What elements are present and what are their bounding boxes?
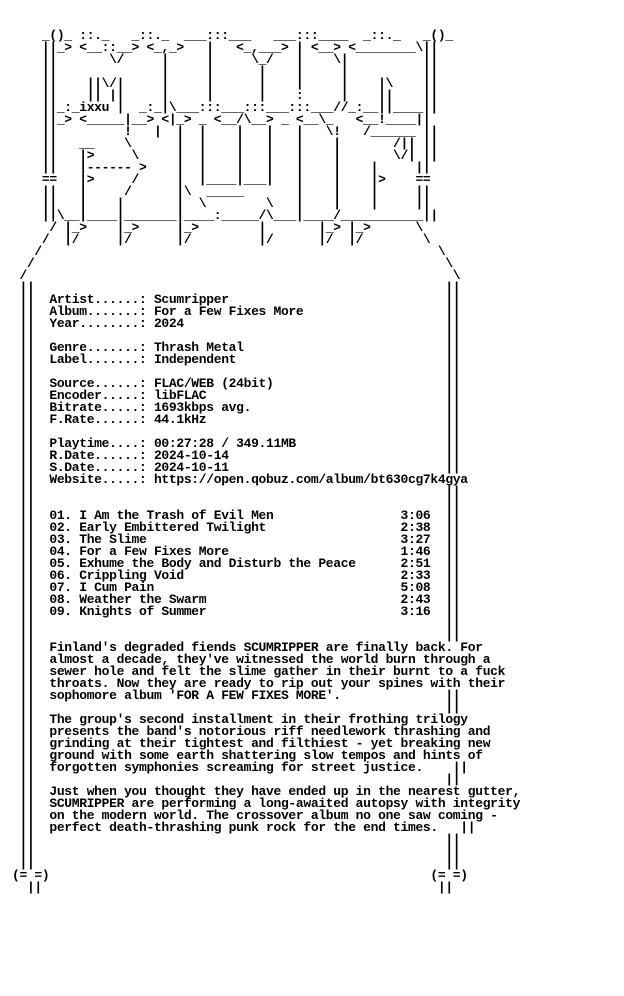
nfo-line: || | / |\ _____ | | | || xyxy=(12,184,431,199)
nfo-line: || The group's second installment in the… xyxy=(12,712,468,727)
nfo-line: || on the modern world. The crossover al… xyxy=(12,808,498,823)
nfo-line: || Album.......: For a Few Fixes More || xyxy=(12,304,461,319)
nfo-line: || Artist......: Scumripper || xyxy=(12,292,461,307)
nfo-line: || R.Date......: 2024-10-14 || xyxy=(12,448,461,463)
nfo-line: || || xyxy=(12,832,461,847)
nfo-line: || || xyxy=(12,880,453,895)
nfo-line: || || xyxy=(12,364,461,379)
nfo-line: ||\__|____|_______|____:_____/\___|____/… xyxy=(12,208,438,223)
nfo-line: || 07. I Cum Pain 5:08 || xyxy=(12,580,461,595)
nfo-line: || Label.......: Independent || xyxy=(12,352,461,367)
nfo-line: || grinding at their tightest and filthi… xyxy=(12,736,491,751)
nfo-line: || Genre.......: Thrash Metal || xyxy=(12,340,461,355)
nfo-line: || ! | | | | | | \! /______ || xyxy=(12,124,438,139)
nfo-line: || || xyxy=(12,484,461,499)
nfo-line: || forgotten symphonies screaming for st… xyxy=(12,760,468,775)
nfo-line: || || xyxy=(12,280,461,295)
nfo-line: ||_:_ixxu | _:_|\___:::___:::___:::___//… xyxy=(12,100,438,115)
nfo-line: || || xyxy=(12,328,461,343)
nfo-line: || |------ > | | | | | | | || xyxy=(12,160,431,175)
nfo-line: / \ xyxy=(12,256,453,271)
nfo-line: || Source......: FLAC/WEB (24bit) || xyxy=(12,376,461,391)
nfo-line: || | | | | | || xyxy=(12,64,438,79)
nfo-line: || perfect death-thrashing punk rock for… xyxy=(12,820,476,835)
nfo-line: || 04. For a Few Fixes More 1:46 || xyxy=(12,544,461,559)
nfo-line: / |/ |/ |/ |/ |/ |/ \ xyxy=(12,232,431,247)
nfo-line: _()_ ::._ _::._ ___:::___ ___:::____ _::… xyxy=(12,28,453,43)
nfo-line: || 03. The Slime 3:27 || xyxy=(12,532,461,547)
nfo-line: || || xyxy=(12,772,461,787)
nfo-line: || |> \ | | | | | | \/| || xyxy=(12,148,438,163)
nfo-line: || || xyxy=(12,628,461,643)
nfo-line: || S.Date......: 2024-10-11 || xyxy=(12,460,461,475)
nfo-line: || Year........: 2024 || xyxy=(12,316,461,331)
nfo-line: || || xyxy=(12,616,461,631)
nfo-line: || || || | | | : | || || xyxy=(12,88,438,103)
nfo-line: || SCUMRIPPER are performing a long-awai… xyxy=(12,796,521,811)
nfo-line: || 05. Exhume the Body and Disturb the P… xyxy=(12,556,461,571)
nfo-line: || || xyxy=(12,844,461,859)
nfo-line: || \/ | | \_/ | \| || xyxy=(12,52,438,67)
nfo-line: || almost a decade, they've witnessed th… xyxy=(12,652,491,667)
nfo-line: || ground with some earth shattering slo… xyxy=(12,748,483,763)
nfo-line: || || xyxy=(12,424,461,439)
nfo-line: || || xyxy=(12,496,461,511)
nfo-line: == |> / | |____|___| | | |> == xyxy=(12,172,431,187)
nfo-line: / \ xyxy=(12,244,446,259)
nfo-line: || sophomore album 'FOR A FEW FIXES MORE… xyxy=(12,688,461,703)
nfo-line: || __ \ | | | | | | /|| || xyxy=(12,136,438,151)
nfo-line: || 09. Knights of Summer 3:16 || xyxy=(12,604,461,619)
nfo-line: || Encoder.....: libFLAC || xyxy=(12,388,461,403)
nfo-line: || Playtime....: 00:27:28 / 349.11MB || xyxy=(12,436,461,451)
nfo-line: || Website.....: https://open.qobuz.com/… xyxy=(12,472,468,487)
nfo-line: || 08. Weather the Swarm 2:43 || xyxy=(12,592,461,607)
nfo-line: || 01. I Am the Trash of Evil Men 3:06 |… xyxy=(12,508,461,523)
nfo-text: _()_ ::._ _::._ ___:::___ ___:::____ _::… xyxy=(12,28,521,895)
nfo-line: || Finland's degraded fiends SCUMRIPPER … xyxy=(12,640,483,655)
nfo-line: || 02. Early Embittered Twilight 2:38 || xyxy=(12,520,461,535)
nfo-line: (= =) (= =) xyxy=(12,868,468,883)
nfo-line: || 06. Crippling Void 2:33 || xyxy=(12,568,461,583)
nfo-line: || ||\/| | | | | | |\ || xyxy=(12,76,438,91)
nfo-line: || Just when you thought they have ended… xyxy=(12,784,521,799)
nfo-line: || sewer hole and felt the slime gather … xyxy=(12,664,506,679)
nfo-line: ||_> <__::__> <_,_> | <_,___> | <__> <__… xyxy=(12,40,438,55)
nfo-line: / |_> |_> |_> | |_> |_> \ xyxy=(12,220,423,235)
nfo-line: || presents the band's notorious riff ne… xyxy=(12,724,491,739)
nfo-line: || throats. Now they are ready to rip ou… xyxy=(12,676,506,691)
nfo-line: || Bitrate.....: 1693kbps avg. || xyxy=(12,400,461,415)
nfo-line: ||_> <_____|__> <|_> _ <__/\__> _ <__\_ … xyxy=(12,112,431,127)
nfo-line: || | | | \ \ | | | || xyxy=(12,196,431,211)
nfo-line: || F.Rate......: 44.1kHz || xyxy=(12,412,461,427)
nfo-line: / \ xyxy=(12,268,461,283)
nfo-line: || || xyxy=(12,700,461,715)
nfo-line: || || xyxy=(12,856,461,871)
